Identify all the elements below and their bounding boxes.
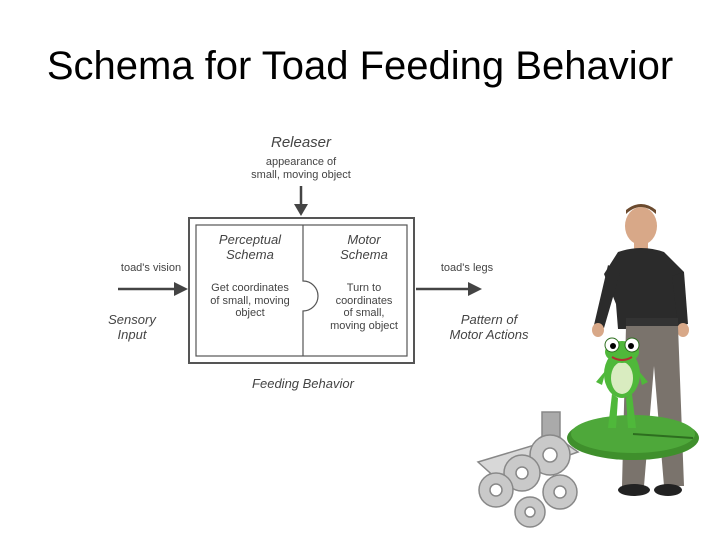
gears-robot <box>476 411 580 528</box>
input-arrowhead <box>174 282 188 296</box>
motor-schema-title: Motor Schema <box>340 232 388 262</box>
perceptual-schema-title: Perceptual Schema <box>218 232 282 262</box>
releaser-arrowhead <box>294 204 308 216</box>
output-arrowhead <box>468 282 482 296</box>
output-channel-label: toad's legs <box>440 262 494 274</box>
releaser-text: appearance of small, moving object <box>251 156 351 181</box>
behavior-box-inner <box>195 224 408 357</box>
lilypad <box>567 415 699 460</box>
slide-title: Schema for Toad Feeding Behavior <box>46 44 674 88</box>
input-channel-label: toad's vision <box>120 262 182 274</box>
releaser-title: Releaser <box>270 134 332 151</box>
feeding-behavior-caption: Feeding Behavior <box>252 376 354 391</box>
behavior-box-outer <box>188 217 415 364</box>
frog-figure <box>596 337 648 428</box>
sensory-input-label: Sensory Input <box>108 312 156 342</box>
motor-actions-label: Pattern of Motor Actions <box>449 312 529 342</box>
perceptual-schema-text: Get coordinates of small, moving object <box>210 282 290 320</box>
motor-schema-text: Turn to coordinates of small, moving obj… <box>330 282 398 332</box>
schema-divider <box>302 225 319 356</box>
